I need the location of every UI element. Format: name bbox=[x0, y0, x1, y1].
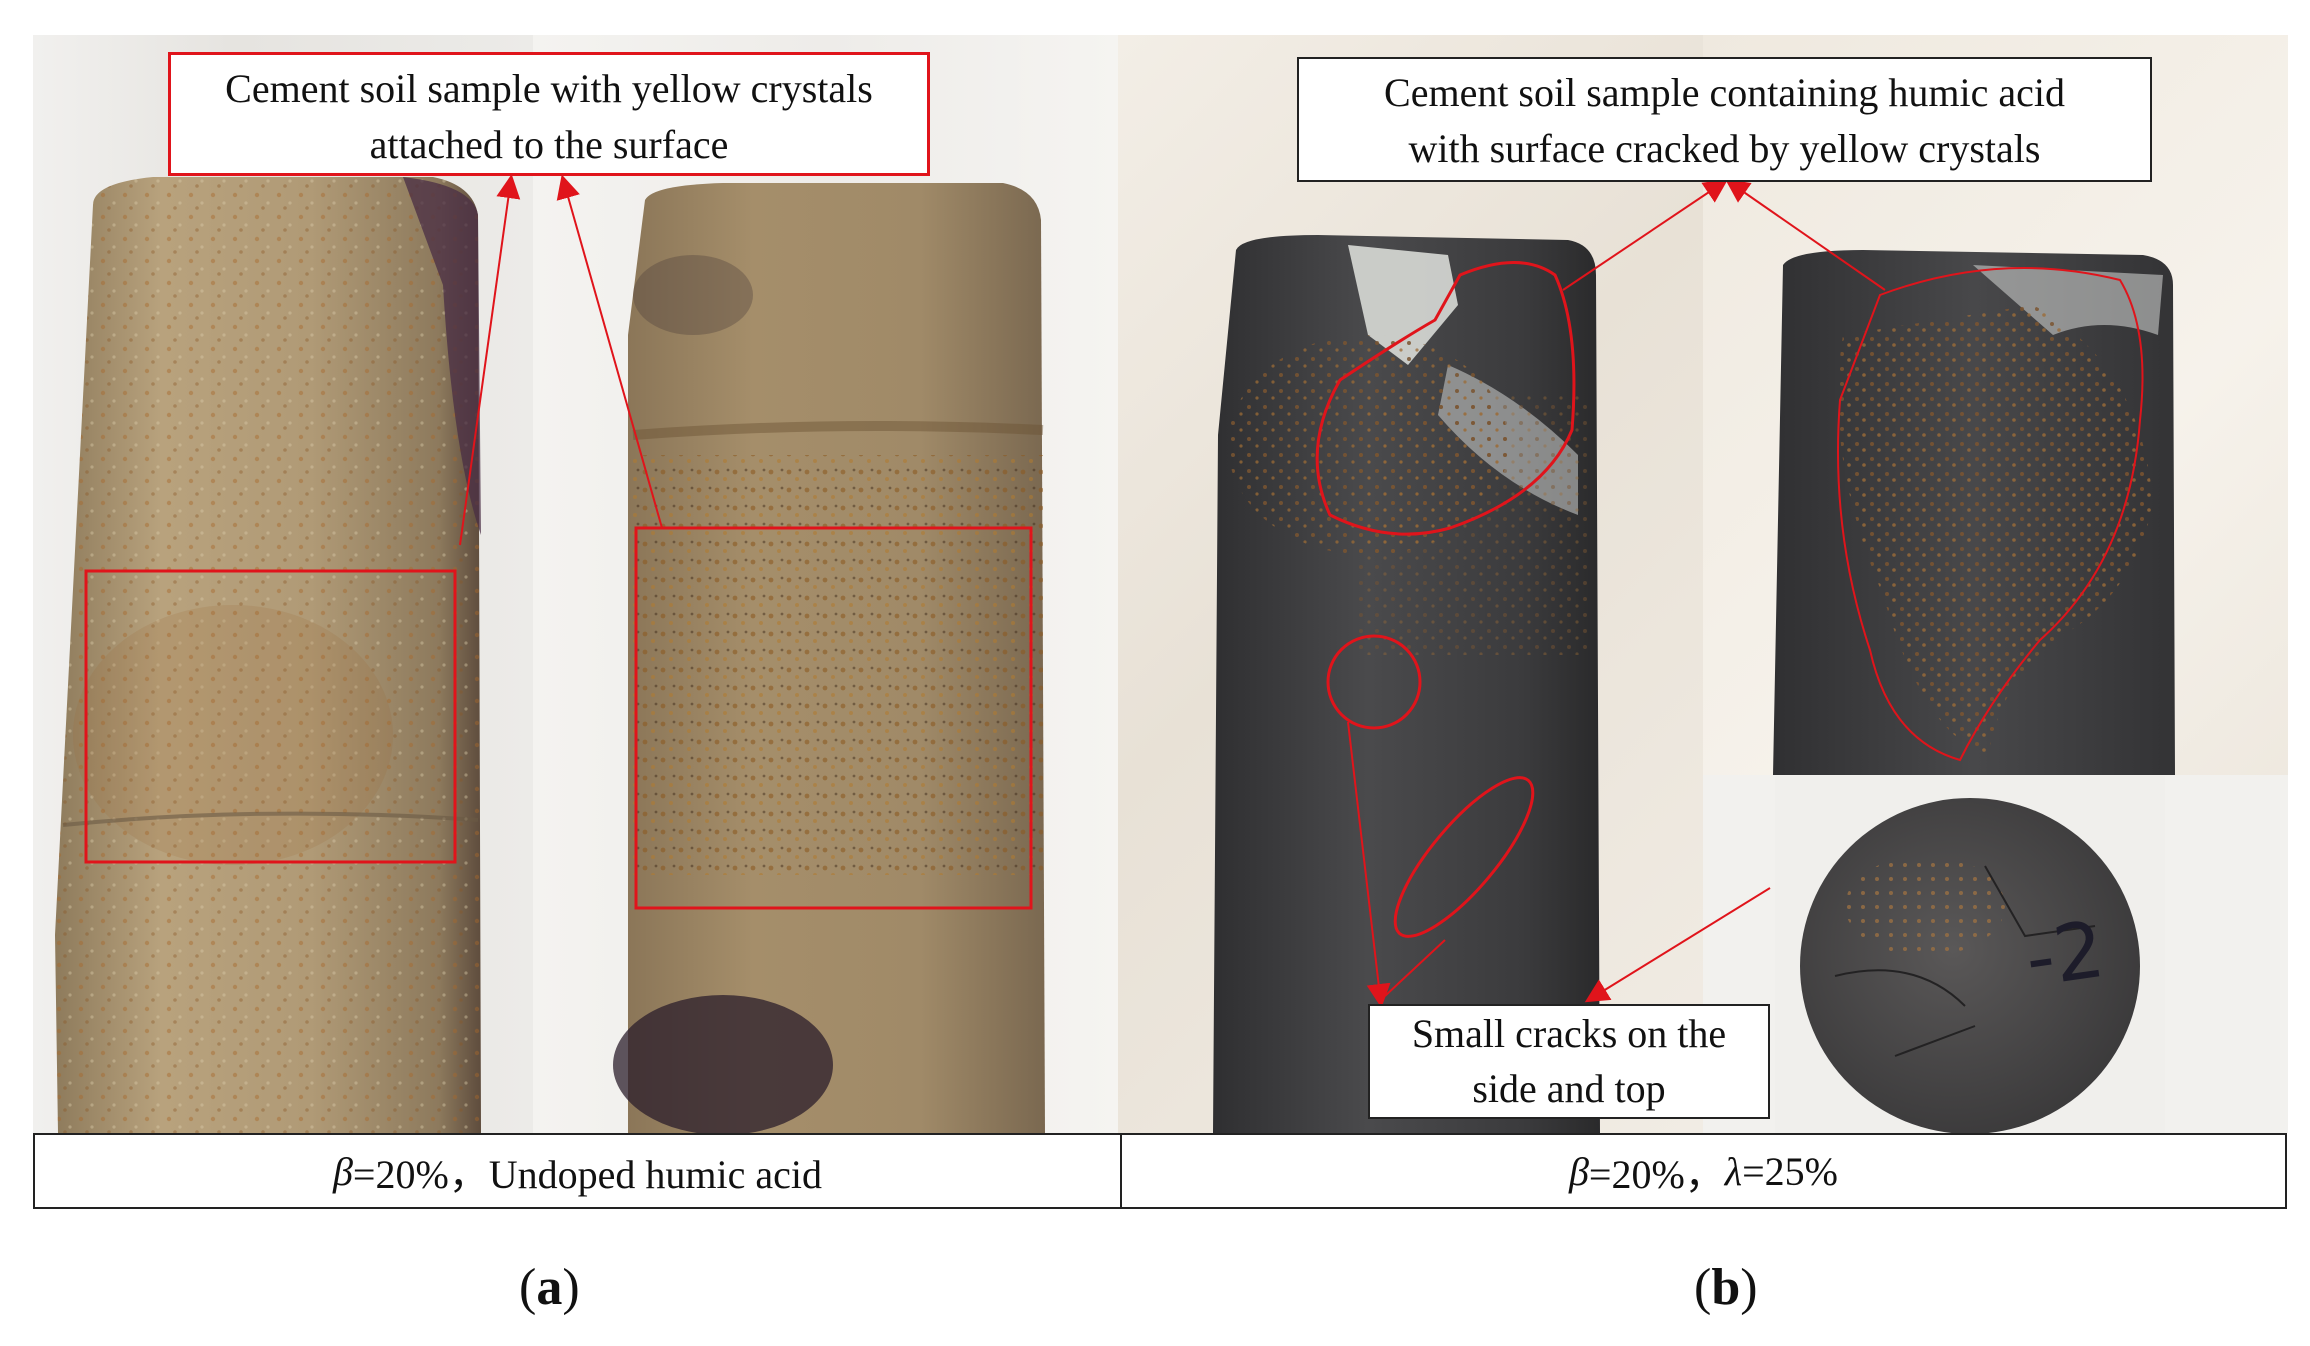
panel-label-b-letter: b bbox=[1711, 1259, 1741, 1316]
panel-label-b: (b) bbox=[1694, 1259, 1758, 1316]
caption-cell-a: β=20%，Undoped humic acid bbox=[35, 1135, 1122, 1207]
sample-mark: -2 bbox=[2020, 905, 2110, 1005]
caption-a-text: =20%，Undoped humic acid bbox=[352, 1152, 823, 1197]
callout-b1-line2: with surface cracked by yellow crystals bbox=[1408, 126, 2041, 171]
callout-a-line2: attached to the surface bbox=[369, 122, 729, 167]
caption-b-lambda: λ bbox=[1724, 1148, 1743, 1194]
caption-b-mid: =20%， bbox=[1588, 1152, 1725, 1197]
panel-label-a: (a) bbox=[519, 1259, 580, 1316]
photo-sample-a-left bbox=[33, 35, 533, 1133]
callout-b1-line1: Cement soil sample containing humic acid bbox=[1384, 70, 2065, 115]
callout-a-line1: Cement soil sample with yellow crystals bbox=[225, 66, 873, 111]
caption-cell-b: β=20%，λ=25% bbox=[1122, 1135, 2285, 1207]
photo-sample-b-left bbox=[1118, 35, 1703, 1133]
photo-inset-top-face: -2 bbox=[1775, 776, 2165, 1133]
caption-a-beta: β bbox=[332, 1148, 353, 1194]
panel-label-a-letter: a bbox=[536, 1259, 563, 1316]
photo-sample-a-right bbox=[533, 35, 1118, 1133]
callout-small-cracks: Small cracks on the side and top bbox=[1368, 1004, 1770, 1119]
callout-humic-acid-cracked: Cement soil sample containing humic acid… bbox=[1297, 57, 2152, 182]
callout-b2-line1: Small cracks on the bbox=[1411, 1011, 1727, 1056]
callout-yellow-crystals: Cement soil sample with yellow crystals … bbox=[168, 52, 930, 176]
caption-b-end: =25% bbox=[1742, 1148, 1839, 1194]
caption-b-beta: β bbox=[1568, 1148, 1589, 1194]
caption-table: β=20%，Undoped humic acid β=20%，λ=25% bbox=[33, 1133, 2287, 1209]
callout-b2-line2: side and top bbox=[1472, 1066, 1666, 1111]
